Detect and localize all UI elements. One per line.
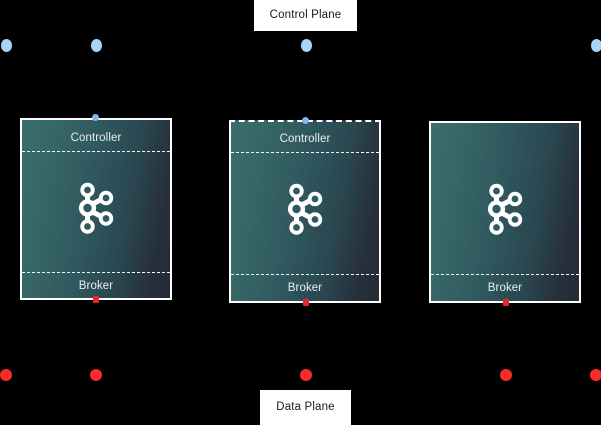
data-plane-endpoint-dot[interactable] [500, 369, 512, 381]
node-1-controller-separator [22, 151, 170, 152]
control-plane-endpoint-dot[interactable] [301, 39, 312, 52]
control-plane-label: Control Plane [254, 0, 357, 31]
data-plane-endpoint-dot[interactable] [300, 369, 312, 381]
node-1-broker-separator [22, 272, 170, 273]
kafka-logo-icon [282, 181, 328, 237]
kafka-node-1[interactable]: Controller [20, 118, 172, 300]
control-plane-endpoint-dot[interactable] [91, 39, 102, 52]
control-plane-endpoint-dot[interactable] [591, 39, 601, 52]
node-1-broker-label: Broker [78, 280, 114, 292]
node-2-controller-separator [231, 152, 379, 153]
node-2-control-port[interactable] [302, 117, 309, 124]
kafka-logo-icon [73, 180, 119, 236]
data-plane-endpoint-dot[interactable] [90, 369, 102, 381]
node-1-control-port[interactable] [92, 114, 99, 121]
node-2-controller-label: Controller [279, 133, 331, 145]
data-plane-endpoint-dot[interactable] [590, 369, 601, 381]
data-plane-label: Data Plane [260, 390, 351, 425]
node-2-broker-label: Broker [287, 282, 323, 294]
node-2-broker-separator [231, 274, 379, 275]
control-plane-endpoint-dot[interactable] [1, 39, 12, 52]
kafka-node-3[interactable]: Broker [429, 121, 581, 303]
node-1-data-port[interactable] [93, 296, 99, 303]
kafka-node-2[interactable]: Controller [229, 120, 381, 303]
kafka-logo-icon [482, 181, 528, 237]
data-plane-endpoint-dot[interactable] [0, 369, 12, 381]
node-1-controller-label: Controller [70, 132, 122, 144]
node-2-data-port[interactable] [303, 299, 309, 306]
node-3-broker-label: Broker [487, 282, 523, 294]
node-3-data-port[interactable] [503, 299, 509, 306]
node-3-broker-separator [431, 274, 579, 275]
